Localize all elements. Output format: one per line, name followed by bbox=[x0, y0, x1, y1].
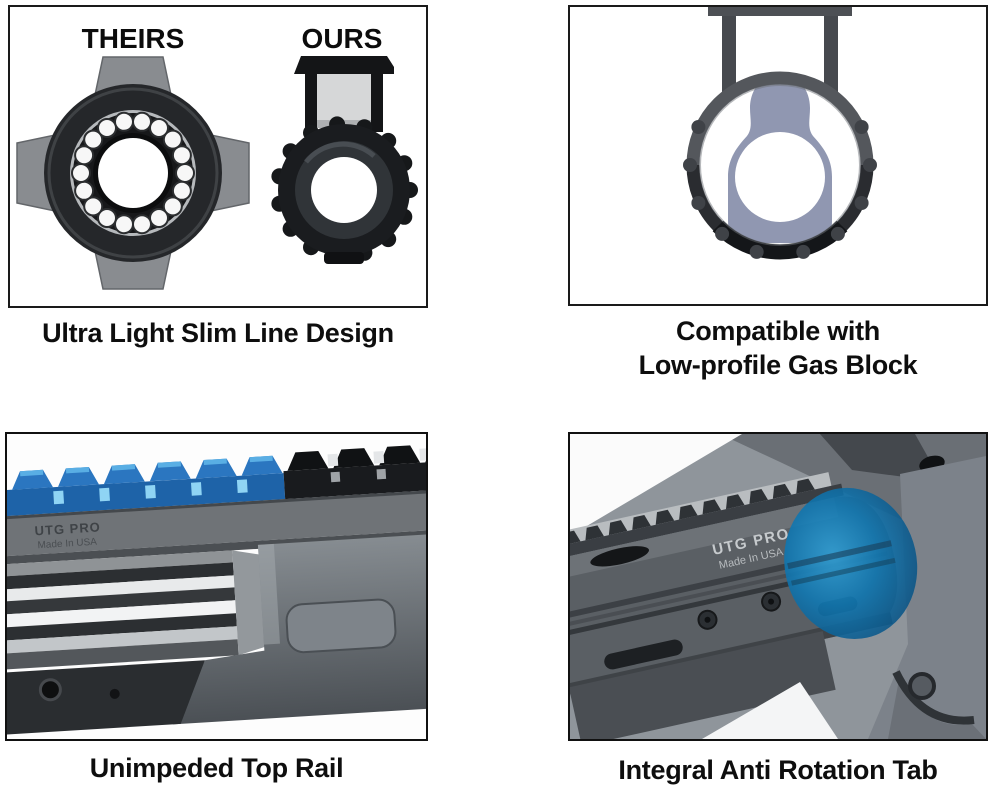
top-rail-photo: UTG PRO Made In USA bbox=[5, 432, 428, 741]
gas-block-ring-icon bbox=[683, 7, 877, 260]
ours-label: OURS bbox=[301, 23, 383, 54]
lower-receiver bbox=[868, 456, 986, 739]
barrel-nut-comparison-icon bbox=[16, 56, 418, 290]
rail-engraving-line2: Made In USA bbox=[37, 537, 97, 552]
black-rail-teeth bbox=[287, 442, 426, 471]
slim-line-caption: Ultra Light Slim Line Design bbox=[42, 318, 394, 348]
anti-rotation-tab-highlight bbox=[784, 487, 918, 640]
ours-barrel-nut-icon bbox=[271, 56, 418, 264]
theirs-label: THEIRS bbox=[81, 23, 185, 54]
slim-line-comparison-panel: THEIRS OURS bbox=[8, 5, 428, 308]
blue-rail-base bbox=[7, 473, 286, 519]
anti-rotation-photo-illustration: UTG PRO Made In USA bbox=[570, 434, 986, 739]
gas-block-caption: Compatible with Low-profile Gas Block bbox=[568, 314, 988, 382]
rail-engraving-line1: UTG PRO bbox=[34, 519, 101, 538]
top-rail-photo-illustration: UTG PRO Made In USA bbox=[7, 434, 426, 739]
top-rail-caption: Unimpeded Top Rail bbox=[89, 753, 344, 783]
gas-block-caption-line1: Compatible with bbox=[676, 316, 880, 346]
blue-rail-teeth bbox=[12, 455, 283, 505]
handguard: UTG PRO Made In USA bbox=[570, 472, 918, 739]
anti-rotation-caption: Integral Anti Rotation Tab bbox=[618, 755, 938, 785]
background-wedge-top bbox=[570, 434, 742, 536]
theirs-barrel-nut-icon bbox=[16, 56, 250, 290]
gas-block-panel bbox=[568, 5, 988, 306]
gas-block-caption-line2: Low-profile Gas Block bbox=[638, 350, 918, 380]
anti-rotation-photo: UTG PRO Made In USA bbox=[568, 432, 988, 741]
background-wedge-bottom bbox=[702, 682, 838, 739]
fluted-barrel bbox=[7, 550, 267, 672]
